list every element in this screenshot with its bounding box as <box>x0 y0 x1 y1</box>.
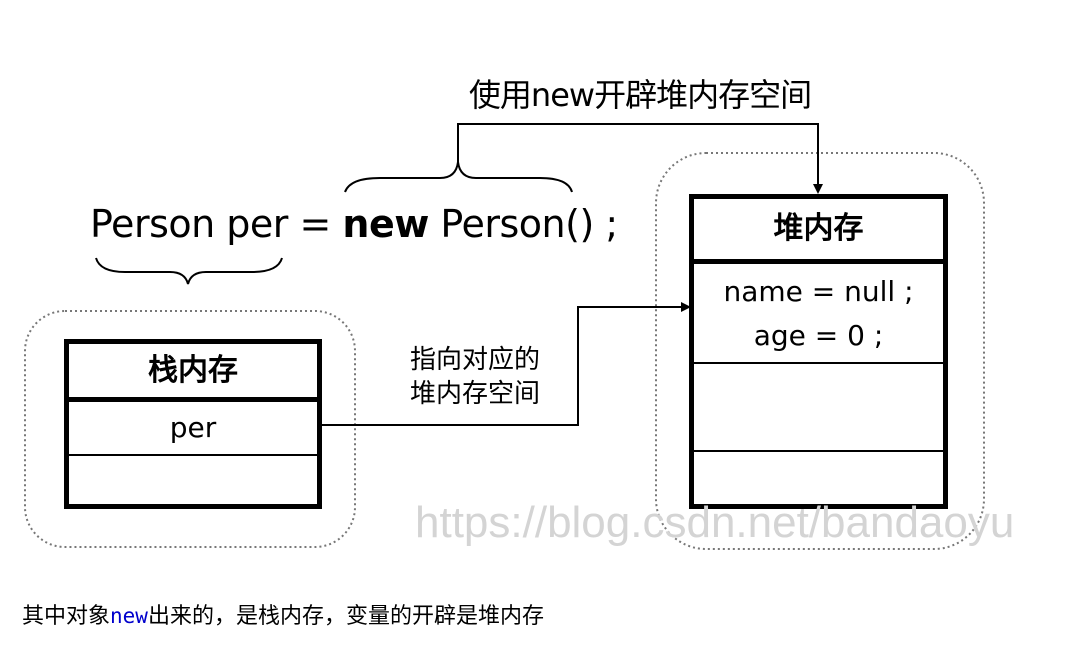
person-per-brace <box>95 257 283 285</box>
heap-field-name: name = null ; <box>723 275 914 308</box>
caption-before: 其中对象 <box>22 604 111 629</box>
per-to-heap-arrow <box>322 302 691 426</box>
new-person-brace <box>344 161 573 193</box>
pointer-label: 指向对应的 堆内存空间 <box>410 343 540 411</box>
caption-new-highlight: new <box>110 604 148 628</box>
caption-text: 其中对象new出来的，是栈内存，变量的开辟是堆内存 <box>22 598 544 630</box>
pointer-label-line-2: 堆内存空间 <box>410 379 541 409</box>
code-statement: Person per = new Person() ; <box>90 202 618 246</box>
code-new-keyword: new <box>342 202 429 246</box>
new-allocation-label: 使用new开辟堆内存空间 <box>468 76 812 114</box>
heap-row-empty-1 <box>694 364 943 452</box>
heap-field-age: age = 0 ; <box>753 319 884 352</box>
code-part-2: Person() ; <box>428 202 618 246</box>
code-part-1: Person per = <box>90 202 343 246</box>
stack-region-outline <box>24 310 356 548</box>
heap-fields-row: name = null ; age = 0 ; <box>694 264 943 364</box>
stack-row-per: per <box>69 402 317 456</box>
watermark-url: https://blog.csdn.net/bandaoyu <box>415 498 1015 547</box>
heap-region-outline <box>655 152 985 550</box>
heap-memory-box: 堆内存 name = null ; age = 0 ; <box>689 194 948 509</box>
stack-memory-box: 栈内存 per <box>64 339 322 509</box>
caption-after: 出来的，是栈内存，变量的开辟是堆内存 <box>147 604 544 629</box>
pointer-label-line-1: 指向对应的 <box>410 345 541 375</box>
new-to-heap-arrow <box>457 123 823 194</box>
heap-memory-title: 堆内存 <box>694 199 943 264</box>
stack-memory-title: 栈内存 <box>69 344 317 402</box>
